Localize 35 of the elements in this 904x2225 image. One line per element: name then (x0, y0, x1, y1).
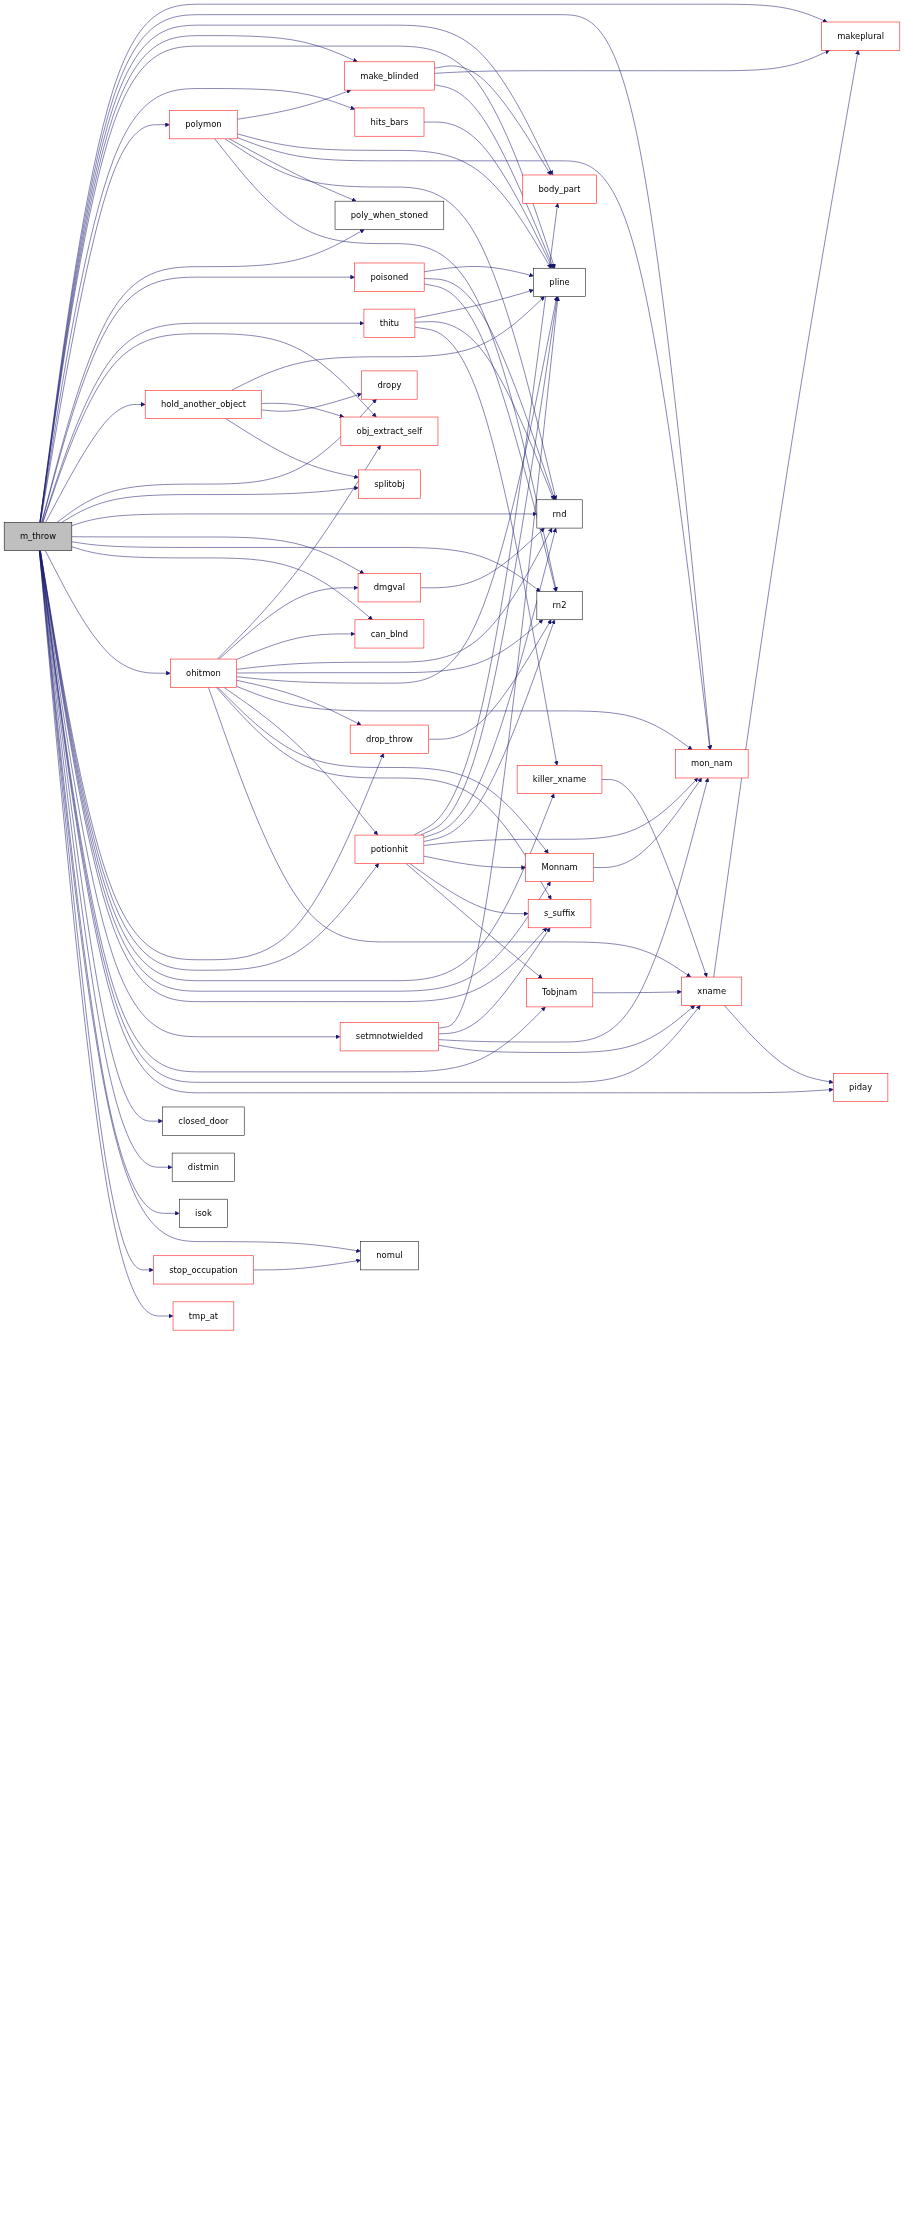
node-box: piday (833, 1073, 889, 1102)
node-box: makeplural (821, 21, 901, 51)
node-box: poly_when_stoned (334, 200, 445, 230)
node-box: poisoned (354, 262, 425, 292)
node-box: stop_occupation (153, 1255, 254, 1285)
node-box: xname (681, 976, 743, 1006)
node-box: setmnotwielded (339, 1022, 439, 1052)
node-box: rn2 (536, 591, 583, 620)
node-box: Tobjnam (526, 978, 594, 1008)
node-box: obj_extract_self (340, 416, 439, 446)
node-box: polymon (169, 110, 238, 140)
node-box: Monnam (525, 853, 594, 882)
node-box: drop_throw (349, 724, 429, 754)
node-box: killer_xname (516, 765, 603, 794)
node-box: make_blinded (344, 61, 435, 91)
node-box: dmgval (357, 573, 421, 603)
node-box: tmp_at (172, 1301, 235, 1331)
node-box: pline (533, 268, 586, 297)
node-box: body_part (522, 174, 597, 204)
node-box: distmin (171, 1152, 235, 1182)
node-box: closed_door (162, 1106, 245, 1136)
node-box: can_blnd (354, 619, 425, 649)
node-box: hold_another_object (144, 390, 262, 419)
node-box: s_suffix (527, 899, 592, 929)
node-box: splitobj (358, 469, 421, 499)
node-box: rnd (536, 499, 583, 529)
node-box: potionhit (354, 834, 425, 864)
node-box: mon_nam (675, 749, 749, 779)
node-box: hits_bars (354, 107, 425, 137)
node-box: m_throw (3, 522, 73, 551)
node-box: ohitmon (170, 658, 237, 688)
node-box: isok (179, 1198, 228, 1228)
node-box: dropy (361, 370, 418, 400)
node-box: thitu (363, 308, 416, 338)
node-box: nomul (360, 1241, 419, 1271)
